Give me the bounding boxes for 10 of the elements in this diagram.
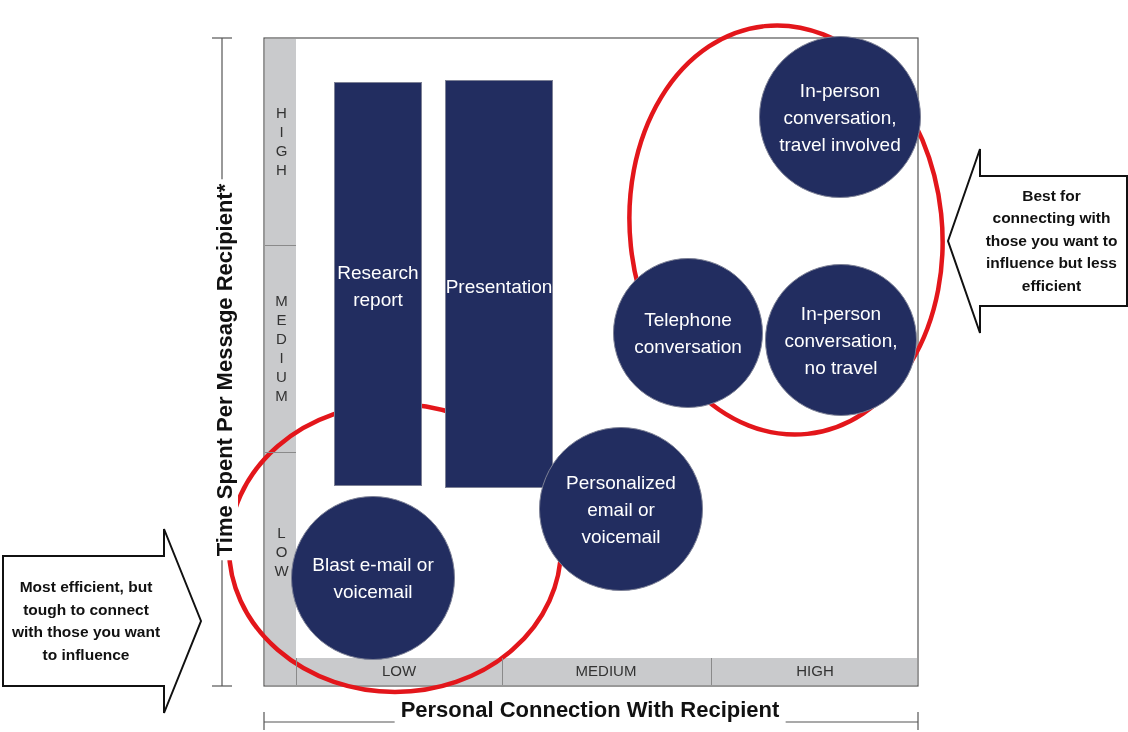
- callout-arrow: Most efficient, but tough to connect with those you want to influence: [2, 528, 202, 714]
- axis-tick-label: HIGH: [796, 662, 834, 679]
- bar-node: Research report: [334, 82, 422, 486]
- axis-tick-label: HIGH: [273, 104, 290, 180]
- axis-tick-label: MEDIUM: [273, 292, 290, 406]
- axis-tick-label: MEDIUM: [575, 662, 637, 679]
- axis-tick-label: LOW: [273, 524, 290, 581]
- bar-node: Presentation: [445, 80, 553, 488]
- axis-tick-label: LOW: [381, 662, 417, 679]
- callout-arrow: Best for connecting with those you want to influence but less efficient: [947, 148, 1128, 334]
